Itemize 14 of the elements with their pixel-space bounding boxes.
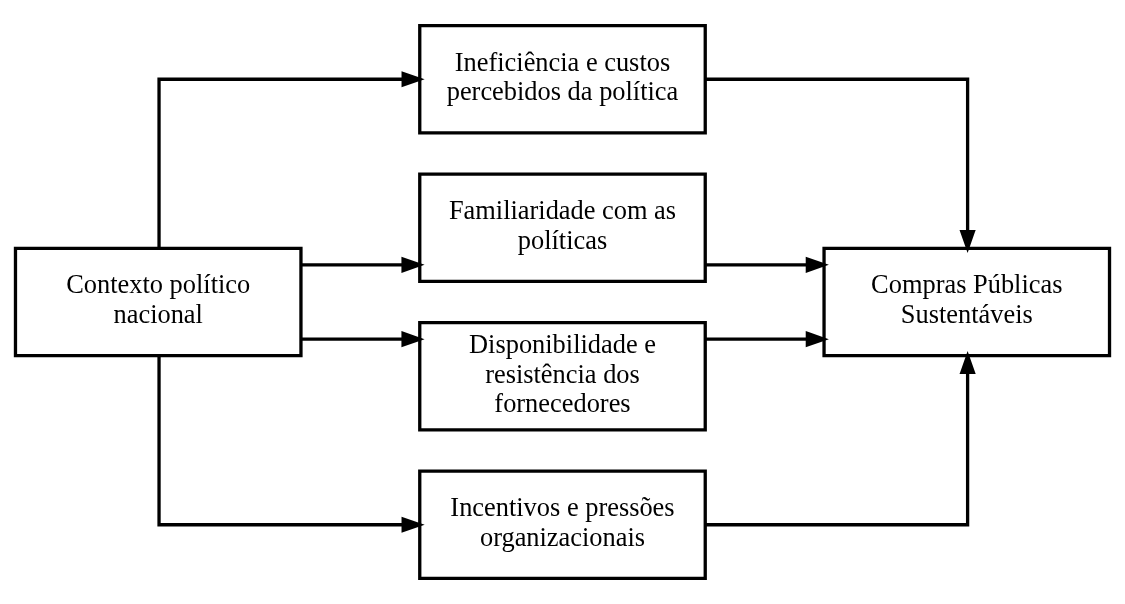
- arrow: [705, 256, 829, 273]
- node-box: Familiaridade com as políticas: [418, 172, 707, 283]
- arrow: [705, 331, 829, 348]
- node-box: Compras Públicas Sustentáveis: [822, 246, 1112, 358]
- arrow: [301, 331, 425, 348]
- arrow: [705, 77, 976, 254]
- node-box: Ineficiência e custos percebidos da política: [418, 23, 707, 135]
- node-box: Disponibilidade e resistência dos fornecedores: [418, 321, 707, 432]
- arrow: [705, 350, 976, 527]
- node-box: Incentivos e pressões organizacionais: [418, 469, 707, 581]
- arrow: [157, 355, 425, 533]
- arrow: [157, 71, 425, 249]
- arrow: [301, 256, 425, 273]
- node-box: Contexto político nacional: [13, 246, 303, 358]
